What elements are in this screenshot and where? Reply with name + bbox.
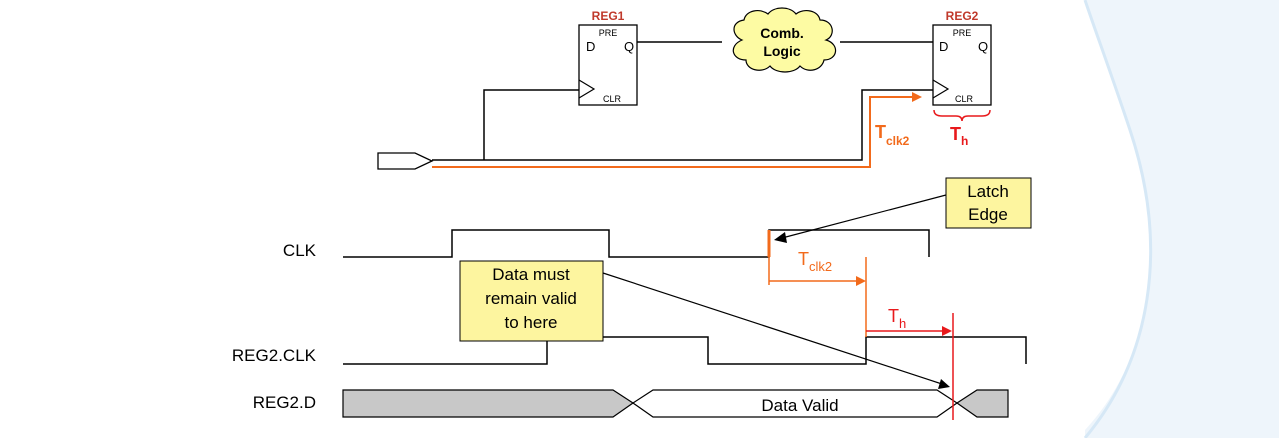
reg2-title: REG2 [946,9,979,23]
latch-edge-pointer-head [774,232,787,243]
clock-branch-reg1 [483,89,579,160]
reg1-flipflop: REG1 PRE D Q CLR [578,9,638,106]
latch-edge-note-line1: Latch [967,182,1009,201]
reg2-clock-triangle [932,79,950,99]
background-swoosh-edge [1083,0,1153,438]
reg2-pre-pin: PRE [953,28,972,38]
cloud-line1: Comb. [760,25,804,41]
tclk2-arrowhead [856,276,866,286]
data-valid-note [459,260,604,342]
reg1-clock-triangle [578,79,596,99]
signal-label-reg2-d: REG2.D [253,393,316,412]
reg1-q-pin: Q [624,39,634,54]
circuit-schematic: REG1 PRE D Q CLR Comb. Logic REG2 PRE D … [377,7,992,170]
signal-label-reg2-clk: REG2.CLK [232,346,317,365]
data-valid-note-line1: Data must [492,265,570,284]
clock-input-pin [377,152,434,170]
latch-edge-note [945,177,1032,229]
reg1-clr-pin: CLR [603,94,622,104]
reg2-clk-waveform [343,336,1027,365]
data-valid-note-line3: to here [505,313,558,332]
latch-edge-note-line2: Edge [968,205,1008,224]
timing-th-label: Th [888,306,906,331]
reg2-q-pin: Q [978,39,988,54]
data-valid-label: Data Valid [761,396,838,415]
background-swoosh [1085,0,1279,438]
clock-path-reg1 [432,89,933,161]
th-arrowhead [942,326,952,336]
data-valid-pointer [602,272,943,385]
data-bus-invalid-left [342,389,635,418]
reg1-title: REG1 [592,9,625,23]
timing-diagram: CLK REG2.CLK REG2.D Data Valid Tclk2 Th … [232,177,1032,420]
cloud-shape [732,7,837,73]
reg2-flipflop: REG2 PRE D Q CLR [932,9,992,106]
clock-arrowhead [912,92,922,102]
timing-tclk2-label: Tclk2 [798,249,832,274]
circuit-tclk2-label: Tclk2 [875,122,910,148]
latch-edge-pointer [781,194,947,239]
data-bus-invalid-right [955,389,1009,418]
reg1-d-pin: D [586,39,595,54]
reg2-d-pin: D [939,39,948,54]
reg1-pre-pin: PRE [599,28,618,38]
hold-time-brace [933,109,991,122]
clock-path-reg2 [432,96,916,168]
reg2-clr-pin: CLR [955,94,974,104]
combinational-logic-cloud: Comb. Logic [732,7,837,73]
clk-waveform [343,229,930,258]
cloud-line2: Logic [763,43,801,59]
signal-label-clk: CLK [283,241,317,260]
circuit-th-label: Th [950,124,968,148]
data-valid-pointer-head [938,379,950,389]
data-valid-note-line2: remain valid [485,289,577,308]
